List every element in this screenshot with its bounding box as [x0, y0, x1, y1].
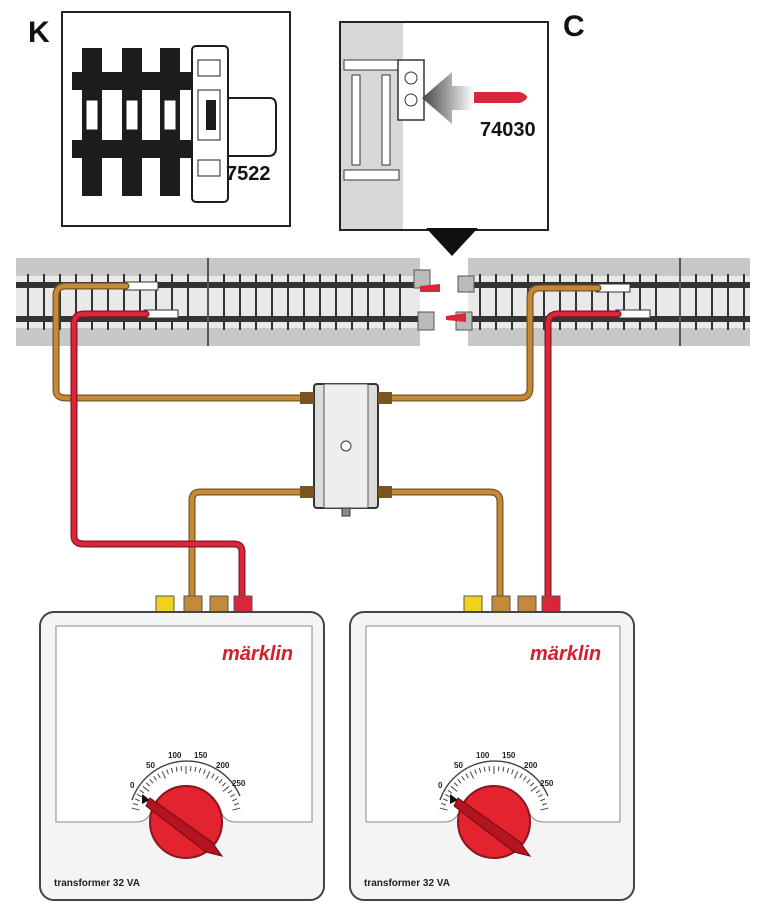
dial-tick: [153, 775, 157, 781]
track-c-label: C: [563, 10, 585, 43]
dial-tick: [139, 789, 145, 794]
dial-tick: [447, 789, 453, 794]
dial-tick: [445, 793, 450, 798]
dial-tick: [227, 789, 233, 794]
dial-tick: [535, 789, 541, 794]
scale-0: 0: [438, 781, 443, 790]
scale-100: 100: [476, 751, 490, 760]
red-insulator-icon: [474, 92, 527, 103]
dial-tick: [232, 807, 241, 811]
part-c-number: 74030: [480, 119, 536, 141]
junction-box-icon: [300, 383, 392, 517]
dial-tick: [483, 766, 486, 772]
track-right: [420, 258, 750, 346]
dial-tick: [175, 766, 178, 772]
scale-250: 250: [232, 779, 246, 788]
dial-tick: [233, 802, 239, 806]
dial-tick: [145, 782, 151, 787]
dial-tick: [461, 775, 465, 781]
dial-tick: [230, 793, 235, 798]
push-arrow-icon: [422, 72, 474, 124]
dial-tick: [502, 766, 505, 772]
dial-tick: [161, 771, 167, 779]
scale-50: 50: [454, 761, 463, 770]
brand-logo: märklin: [530, 643, 601, 665]
dial-tick: [221, 782, 227, 787]
dial-tick: [198, 767, 202, 773]
scale-200: 200: [524, 761, 538, 770]
dial-tick: [205, 771, 211, 779]
dial-tick: [131, 807, 140, 811]
dial-tick: [232, 798, 238, 802]
dial-tick: [478, 767, 482, 773]
dial-tick: [211, 773, 215, 779]
red-insulator-icon: [446, 313, 466, 322]
dial-tick: [222, 785, 230, 792]
track-left: [16, 258, 435, 346]
part-k-number: 7522: [226, 163, 271, 185]
dial-tick: [194, 766, 197, 772]
dial-tick: [166, 769, 169, 775]
inset-c: 74030: [339, 21, 549, 231]
dial-tick: [523, 775, 527, 781]
dial-tick: [513, 771, 519, 779]
dial-tick: [538, 793, 543, 798]
dial-tick: [137, 793, 142, 798]
dial-tick: [133, 802, 139, 806]
dial-tick: [511, 769, 514, 775]
dial-tick: [157, 773, 161, 779]
dial-tick: [215, 775, 219, 781]
dial-tick: [441, 802, 447, 806]
dial-tick: [541, 802, 547, 806]
inset-k: 7522: [61, 11, 291, 227]
wiring: [52, 282, 622, 600]
dial-tick: [506, 767, 510, 773]
dial-tick: [453, 782, 459, 787]
transformer-right: märklin 0 50 100 150 200 250 transformer…: [349, 595, 635, 901]
dial-tick: [442, 798, 448, 802]
dial-tick: [529, 782, 535, 787]
dial-tick: [469, 771, 475, 779]
dial-tick: [526, 778, 531, 784]
dial-tick: [142, 785, 150, 792]
dial-tick: [540, 807, 549, 811]
dial-tick: [149, 778, 154, 784]
dial-tick: [203, 769, 206, 775]
scale-200: 200: [216, 761, 230, 770]
dial-tick: [218, 778, 223, 784]
dial-tick: [530, 785, 538, 792]
dial-tick: [540, 798, 546, 802]
down-triangle-icon: [426, 228, 478, 256]
dial-tick: [170, 767, 174, 773]
model-label: transformer 32 VA: [54, 878, 140, 889]
dial-tick: [439, 807, 448, 811]
dial-tick: [450, 785, 458, 792]
scale-150: 150: [502, 751, 516, 760]
model-label: transformer 32 VA: [364, 878, 450, 889]
dial-tick: [465, 773, 469, 779]
red-insulator-icon: [420, 284, 440, 292]
dial-tick: [457, 778, 462, 784]
scale-150: 150: [194, 751, 208, 760]
scale-0: 0: [130, 781, 135, 790]
scale-100: 100: [168, 751, 182, 760]
dial-tick: [519, 773, 523, 779]
scale-50: 50: [146, 761, 155, 770]
track-k-label: K: [28, 16, 50, 49]
scale-250: 250: [540, 779, 554, 788]
dial-tick: [134, 798, 140, 802]
transformer-left: märklin 0 50 100 150 200 250 transformer…: [39, 595, 325, 901]
brand-logo: märklin: [222, 643, 293, 665]
dial-tick: [474, 769, 477, 775]
